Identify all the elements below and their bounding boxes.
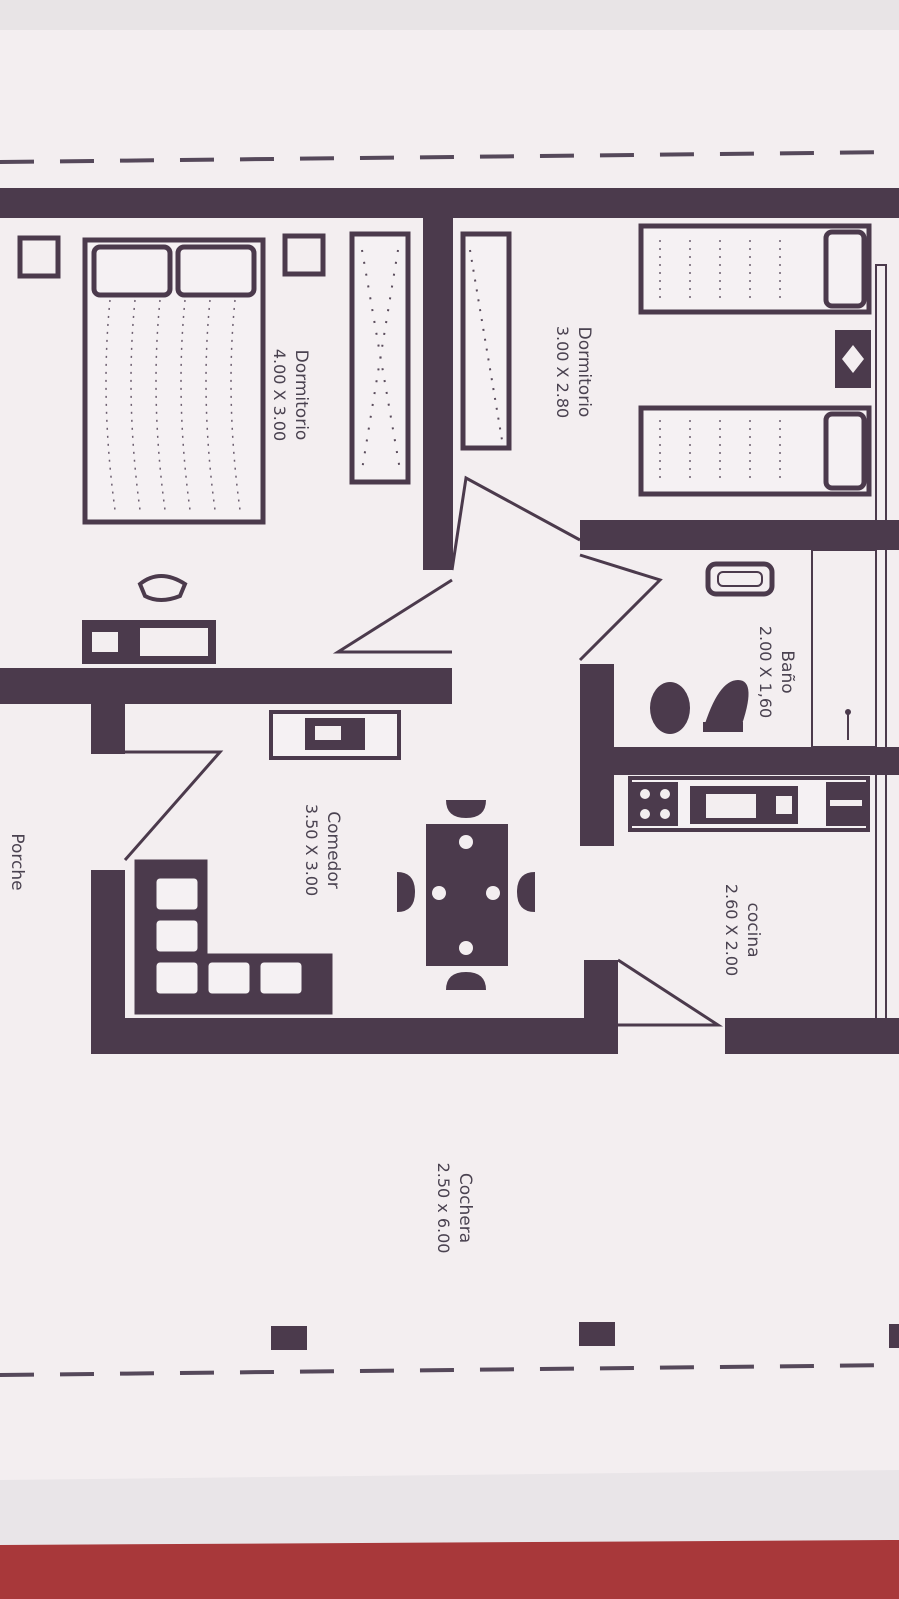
vanity-tap <box>92 632 118 652</box>
sofa <box>134 859 333 1015</box>
room-name-cochera: Cochera <box>455 1173 475 1243</box>
room-name-dormitorio-1: Dormitorio <box>291 350 311 441</box>
porch-door-frame <box>98 882 118 1004</box>
sink-basin <box>137 574 188 602</box>
garage-post <box>579 1322 615 1346</box>
bed-dots <box>659 240 781 482</box>
bath-sink-inner <box>717 571 763 587</box>
nightstand <box>17 235 61 279</box>
room-size-dormitorio-1: 4.00 X 3.00 <box>270 349 289 441</box>
bed-quilt-dots <box>105 299 241 511</box>
wardrobe-dots <box>469 249 503 441</box>
single-bed <box>638 405 872 497</box>
room-size-cochera: 2.50 x 6.00 <box>434 1163 453 1254</box>
fridge-door <box>830 800 862 806</box>
garage-post <box>889 1324 899 1348</box>
stove <box>632 782 678 826</box>
toilet-tank <box>703 722 743 732</box>
wardrobe <box>460 231 512 451</box>
room-size-dormitorio-2: 3.00 X 2.80 <box>553 326 572 418</box>
garage-post <box>271 1326 307 1350</box>
tv-screen <box>315 726 341 740</box>
toilet <box>703 680 749 730</box>
nightstand <box>282 233 326 277</box>
room-name-comedor: Comedor <box>323 811 343 888</box>
property-line-bottom <box>0 1363 899 1377</box>
room-size-comedor: 3.50 X 3.00 <box>302 804 321 896</box>
room-name-bano: Baño <box>777 650 797 693</box>
kitchen-sink-bowl <box>776 796 792 814</box>
kitchen-sink-bowl <box>706 794 756 818</box>
room-name-cocina: cocina <box>743 902 763 957</box>
shower-drain <box>845 709 851 715</box>
lamp-icon <box>842 345 864 373</box>
wardrobe-dots <box>361 249 401 471</box>
double-bed <box>82 237 266 525</box>
room-name-dormitorio-2: Dormitorio <box>574 327 594 418</box>
paper-top-edge <box>0 0 899 30</box>
room-size-cocina: 2.60 X 2.00 <box>722 884 741 976</box>
room-name-porche: Porche <box>7 833 27 890</box>
stove-burners <box>640 789 670 819</box>
property-line-top <box>0 150 899 164</box>
door-swings <box>123 475 724 1027</box>
vanity-inner <box>140 628 208 656</box>
bidet <box>650 682 690 734</box>
bath-sink <box>705 561 775 597</box>
walls <box>0 188 899 1054</box>
room-size-bano: 2.00 X 1,60 <box>756 626 775 718</box>
paper-fold <box>0 1470 899 1545</box>
shower-area <box>811 549 877 748</box>
dining-chairs <box>397 800 535 990</box>
dining-table-dots <box>432 835 500 955</box>
single-bed <box>638 223 872 315</box>
